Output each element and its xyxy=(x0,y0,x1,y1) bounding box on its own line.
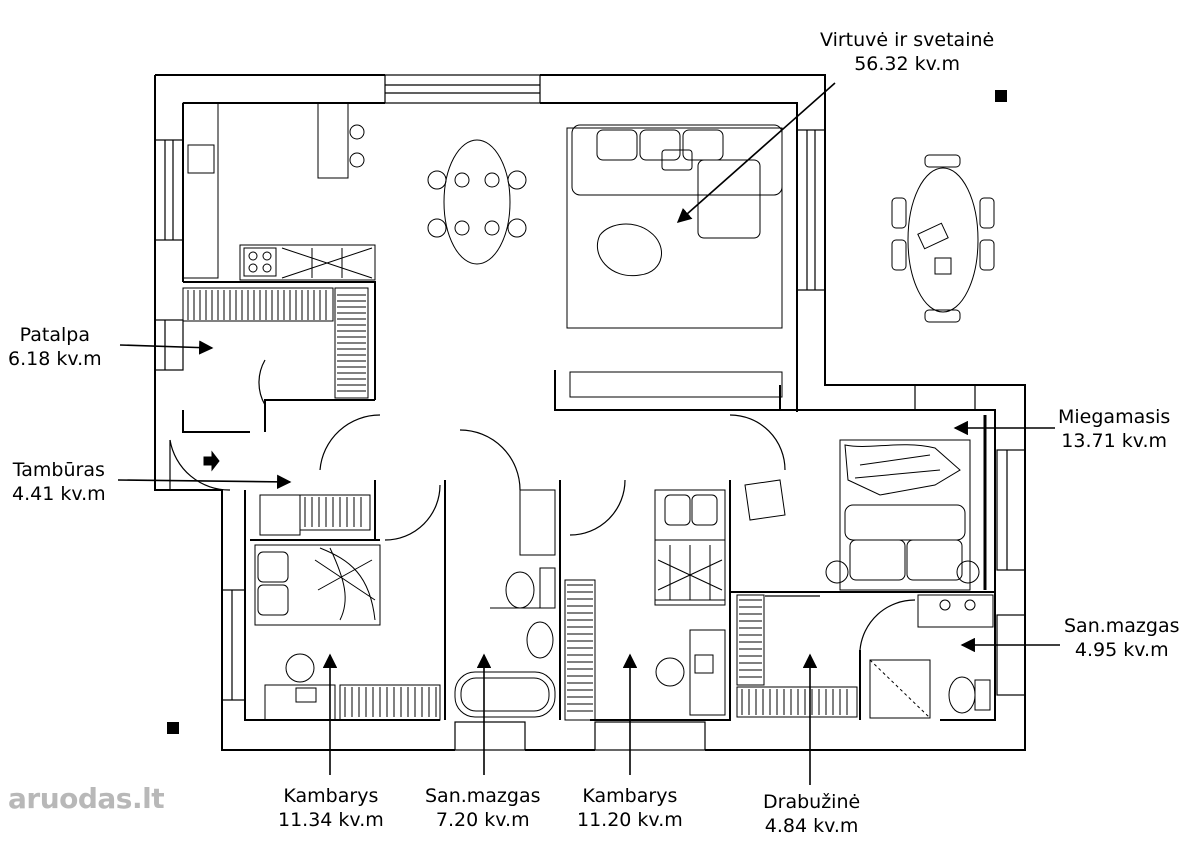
room-name: Kambarys xyxy=(283,785,379,807)
label-miegamasis: Miegamasis 13.71 kv.m xyxy=(1058,405,1170,453)
aruodas-watermark: aruodas.lt xyxy=(8,782,165,815)
label-arrows xyxy=(117,82,1060,785)
master-bedroom-furniture xyxy=(744,415,987,591)
label-tamburas: Tambūras 4.41 kv.m xyxy=(12,458,106,506)
storage-shelves xyxy=(182,287,369,399)
windows xyxy=(154,74,1026,751)
wardrobe-shelves xyxy=(736,594,858,718)
room-area: 13.71 kv.m xyxy=(1061,430,1168,452)
room-name: Tambūras xyxy=(12,459,105,481)
living-room-furniture xyxy=(566,124,783,398)
label-drabuzine: Drabužinė 4.84 kv.m xyxy=(763,790,860,838)
kitchen-furniture xyxy=(182,102,376,281)
room-area: 11.34 kv.m xyxy=(278,809,384,831)
arrow-tamburas xyxy=(117,474,292,490)
room-area: 4.41 kv.m xyxy=(12,483,106,505)
room-area: 4.84 kv.m xyxy=(764,815,859,837)
entry-furniture xyxy=(203,450,371,536)
room-area: 7.20 kv.m xyxy=(435,809,530,831)
label-sanmazgas2: San.mazgas 4.95 kv.m xyxy=(1064,614,1180,662)
label-kambarys2: Kambarys 11.20 kv.m xyxy=(577,784,683,832)
bathroom-1-fixtures xyxy=(454,489,556,718)
room-name: Patalpa xyxy=(19,324,90,346)
bedroom-1-furniture xyxy=(254,544,441,721)
room-area: 6.18 kv.m xyxy=(8,348,102,370)
arrow-virtuve xyxy=(676,82,836,223)
dining-table xyxy=(427,139,527,265)
label-patalpa: Patalpa 6.18 kv.m xyxy=(8,323,102,371)
outdoor-table xyxy=(891,154,995,323)
marker-square xyxy=(995,90,1007,102)
room-name: Virtuvė ir svetainė xyxy=(820,29,995,51)
bathroom-2-fixtures xyxy=(869,594,994,719)
label-kambarys1: Kambarys 11.34 kv.m xyxy=(278,784,384,832)
bedroom-2-furniture xyxy=(564,489,726,721)
doors xyxy=(169,359,916,651)
room-name: San.mazgas xyxy=(1064,615,1180,637)
room-name: Kambarys xyxy=(582,785,678,807)
exterior-walls xyxy=(154,74,1026,751)
marker-square xyxy=(167,722,179,734)
room-area: 4.95 kv.m xyxy=(1074,639,1169,661)
room-area: 56.32 kv.m xyxy=(854,53,960,75)
room-area: 11.20 kv.m xyxy=(577,809,683,831)
room-name: Drabužinė xyxy=(763,791,861,813)
room-name: Miegamasis xyxy=(1058,406,1171,428)
arrow-patalpa xyxy=(119,340,214,355)
label-virtuve: Virtuvė ir svetainė 56.32 kv.m xyxy=(820,28,994,76)
label-sanmazgas1: San.mazgas 7.20 kv.m xyxy=(425,784,541,832)
room-name: San.mazgas xyxy=(425,785,541,807)
